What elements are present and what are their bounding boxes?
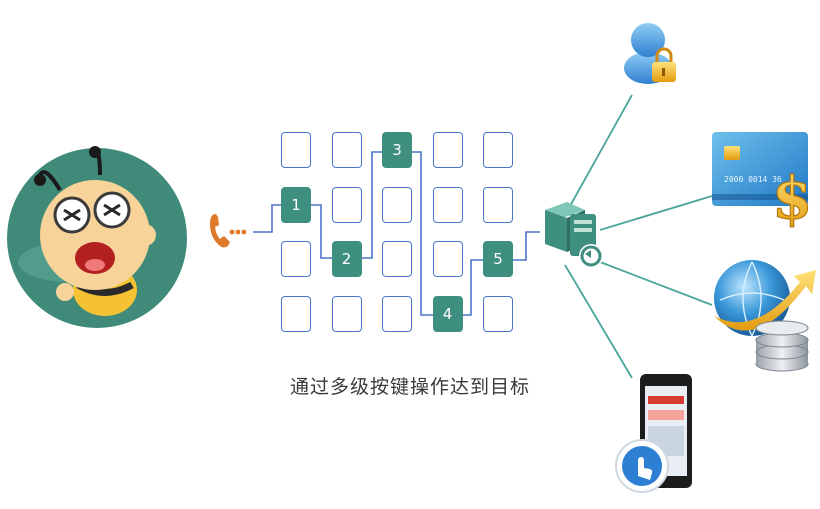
- key-step-4: 4: [432, 295, 463, 332]
- key-path-line: [253, 151, 540, 316]
- key-cell: [382, 295, 412, 332]
- key-cell: [432, 132, 463, 168]
- user-lock-icon: [624, 23, 676, 84]
- key-cell: [432, 241, 463, 277]
- key-cell: [382, 241, 412, 277]
- key-cell: [281, 132, 311, 168]
- key-cell: [331, 295, 362, 332]
- key-cell: [432, 186, 463, 223]
- key-cell: [281, 295, 311, 332]
- key-step-5: 5: [483, 241, 513, 277]
- credit-card-dollar-icon: 2000 0014 36 $: [712, 132, 813, 233]
- svg-text:$: $: [772, 164, 812, 232]
- key-cell: [331, 186, 362, 223]
- key-step-3: 3: [382, 132, 412, 168]
- key-cell: [483, 295, 513, 332]
- key-cell: [483, 186, 513, 223]
- key-cell: [382, 186, 412, 223]
- phone-handset-icon: [210, 214, 247, 248]
- frustrated-bee-avatar-icon: [7, 146, 187, 328]
- connector-lines: [564, 94, 713, 379]
- computer-server-icon: [545, 202, 603, 268]
- key-cell: [331, 132, 362, 168]
- key-cell: [483, 132, 513, 168]
- diagram-caption: 通过多级按键操作达到目标: [289, 376, 530, 398]
- key-step-2: 2: [331, 241, 362, 277]
- smartphone-touch-icon: [615, 374, 692, 493]
- key-step-1: 1: [281, 186, 311, 223]
- globe-coins-icon: [714, 260, 816, 372]
- key-cell: [281, 241, 311, 277]
- card-number-text: 2000 0014 36: [724, 175, 782, 184]
